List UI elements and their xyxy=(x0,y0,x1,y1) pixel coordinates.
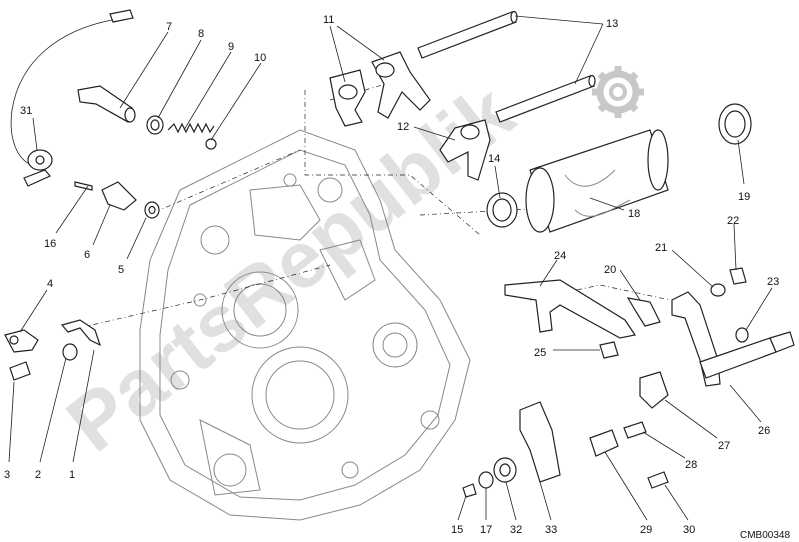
callout-27: 27 xyxy=(718,440,730,452)
callout-31: 31 xyxy=(20,105,32,117)
callout-2: 2 xyxy=(35,469,41,481)
callout-24: 24 xyxy=(554,250,566,262)
neutral-switch-set xyxy=(101,181,160,219)
shift-drum-assembly xyxy=(486,103,752,233)
callout-25: 25 xyxy=(534,347,546,359)
gear-watermark-icon xyxy=(592,66,644,118)
callout-18: 18 xyxy=(628,208,640,220)
shift-forks xyxy=(329,51,491,181)
stopper-lever-set xyxy=(4,319,102,381)
callout-5: 5 xyxy=(118,264,124,276)
fork-shafts xyxy=(417,10,596,123)
callout-21: 21 xyxy=(655,242,667,254)
callout-16: 16 xyxy=(44,238,56,250)
callout-labels: 1 2 3 4 5 6 7 8 9 10 11 12 13 14 15 16 1… xyxy=(4,14,779,536)
callout-6: 6 xyxy=(84,249,90,261)
callout-10: 10 xyxy=(254,52,266,64)
callout-3: 3 xyxy=(4,469,10,481)
callout-12: 12 xyxy=(397,121,409,133)
callout-20: 20 xyxy=(604,264,616,276)
callout-13: 13 xyxy=(606,18,618,30)
callout-11: 11 xyxy=(323,14,334,26)
callout-7: 7 xyxy=(166,21,172,33)
callout-26: 26 xyxy=(758,425,770,437)
gear-position-sensor xyxy=(10,9,134,191)
callout-17: 17 xyxy=(480,524,492,536)
callout-15: 15 xyxy=(451,524,463,536)
detent-plunger-set xyxy=(77,85,217,150)
callout-30: 30 xyxy=(683,524,695,536)
gearshift-mechanism xyxy=(462,267,795,498)
callout-23: 23 xyxy=(767,276,779,288)
callout-8: 8 xyxy=(198,28,204,40)
callout-32: 32 xyxy=(510,524,522,536)
callout-leader-lines xyxy=(8,15,773,521)
crankcase-housing xyxy=(139,129,471,521)
callout-22: 22 xyxy=(727,215,739,227)
callout-29: 29 xyxy=(640,524,652,536)
callout-1: 1 xyxy=(69,469,75,481)
drawing-code: CMB00348 xyxy=(740,530,790,541)
callout-19: 19 xyxy=(738,191,750,203)
callout-14: 14 xyxy=(488,153,500,165)
callout-28: 28 xyxy=(685,459,697,471)
callout-9: 9 xyxy=(228,41,234,53)
callout-33: 33 xyxy=(545,524,557,536)
callout-4: 4 xyxy=(47,278,53,290)
